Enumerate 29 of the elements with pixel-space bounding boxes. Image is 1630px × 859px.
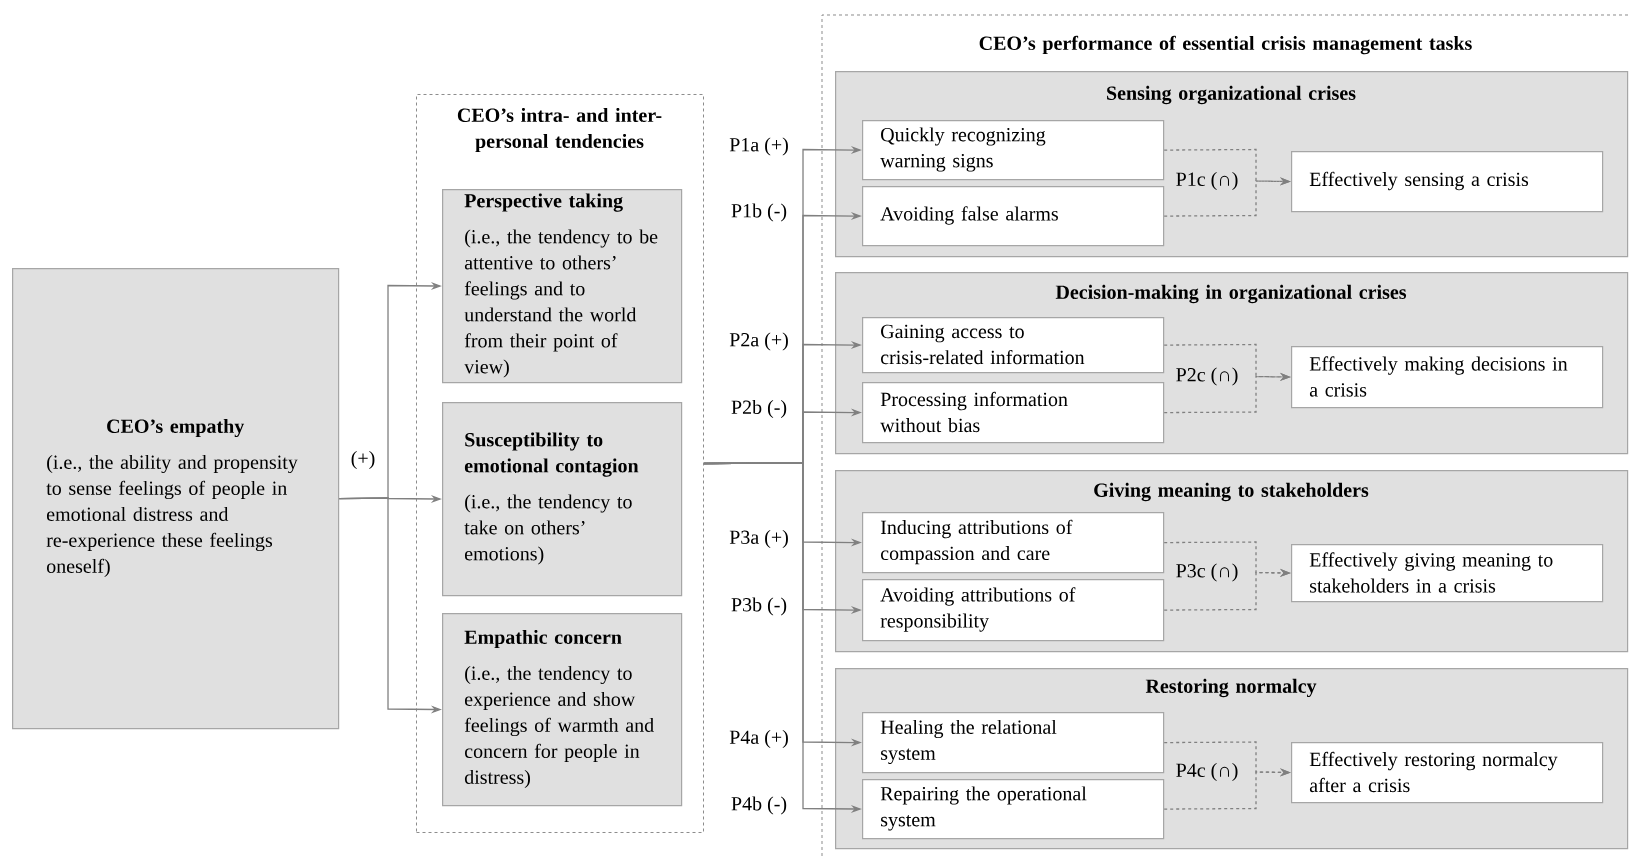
edge-label: P3c (∩) bbox=[1176, 563, 1238, 582]
edge-label: P3b (-) bbox=[731, 597, 787, 616]
task-box: Effectively giving meaning to stakeholders in a crisis bbox=[1291, 544, 1604, 603]
edge-label: P2b (-) bbox=[731, 399, 787, 419]
edge-label: P4a (+) bbox=[729, 729, 788, 749]
task-box: Effectively sensing a crisis bbox=[1291, 151, 1604, 213]
concept-box: Susceptibility to emotional contagion (i.e., the tendency to take on others’ emotions) bbox=[442, 402, 683, 597]
edge-label: P4c (∩) bbox=[1176, 762, 1238, 782]
task-box: Gaining access to crisis-related information bbox=[862, 317, 1165, 374]
edge-label: P3a (+) bbox=[729, 529, 788, 549]
concept-box: Perspective taking (i.e., the tendency to be attentive to others’ feelings and to understand the world from their point of view) bbox=[442, 189, 683, 384]
task-box: Avoiding attributions of responsibility bbox=[862, 579, 1165, 642]
task-box: Effectively restoring normalcy after a crisis bbox=[1291, 742, 1604, 804]
task-box: Effectively making decisions in a crisis bbox=[1291, 346, 1604, 409]
task-box: Repairing the operational system bbox=[862, 779, 1165, 840]
task-box: Avoiding false alarms bbox=[862, 186, 1165, 247]
edge-label: P1a (+) bbox=[729, 137, 788, 156]
edge-label: P4b (-) bbox=[731, 796, 787, 815]
task-box: Healing the relational system bbox=[862, 712, 1165, 774]
concept-box: CEO’s empathy (i.e., the ability and propensity to sense feelings of people in emotional distress and re-experience these feelings oneself) bbox=[12, 268, 340, 730]
task-box: Quickly recognizing warning signs bbox=[862, 120, 1165, 181]
edge-label: (+) bbox=[351, 450, 375, 470]
edge-label: P2a (+) bbox=[729, 332, 788, 351]
task-box: Processing information without bias bbox=[862, 382, 1165, 444]
concept-box: Empathic concern (i.e., the tendency to experience and show feelings of warmth and concern for people in distress) bbox=[442, 613, 683, 807]
task-box: Inducing attributions of compassion and care bbox=[862, 512, 1165, 574]
edge-label: P2c (∩) bbox=[1176, 367, 1238, 386]
edge-label: P1c (∩) bbox=[1176, 171, 1238, 191]
edge-label: P1b (-) bbox=[731, 203, 787, 222]
